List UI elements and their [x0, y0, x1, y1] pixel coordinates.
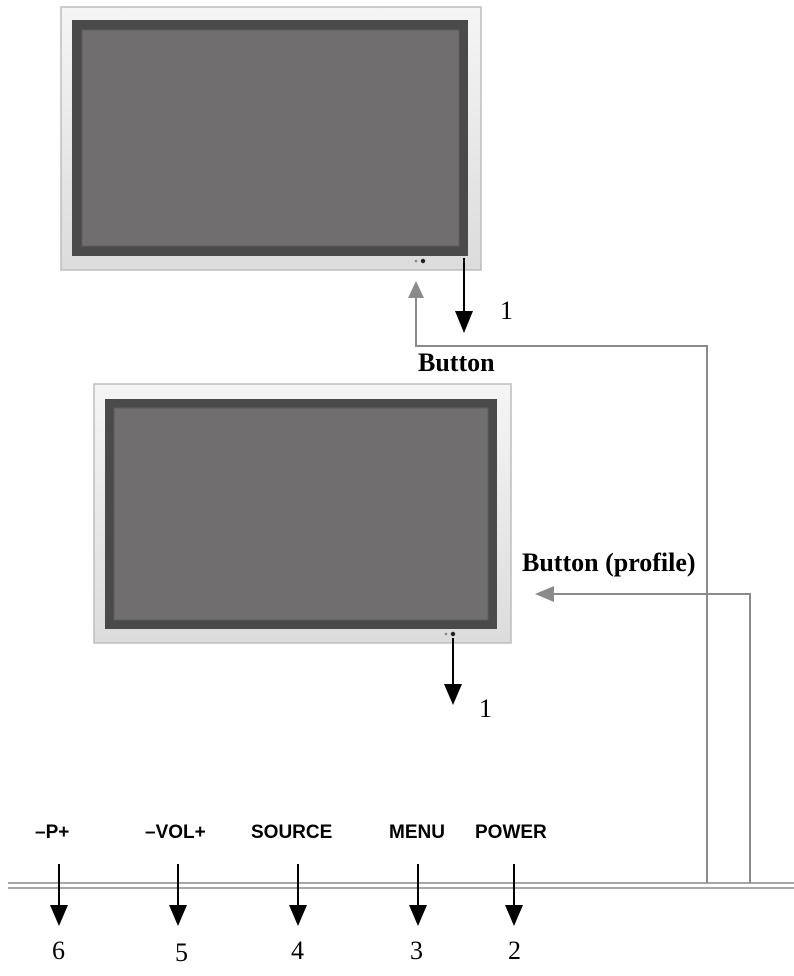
control-label-source: SOURCE [251, 822, 333, 843]
control-arrow-source [289, 864, 307, 926]
control-arrow-vol [169, 864, 187, 926]
control-label-menu: MENU [389, 822, 445, 843]
front-leader-arrowhead [408, 281, 424, 298]
profile-button-leader [553, 593, 751, 883]
front-display [60, 6, 482, 271]
front-callout-arrowhead [455, 311, 473, 333]
front-callout-number: 1 [500, 296, 513, 325]
profile-callout-number: 1 [479, 694, 492, 723]
control-number-2: 2 [508, 936, 521, 965]
control-arrow-menu [409, 864, 427, 926]
control-label-power: POWER [475, 822, 547, 843]
button-label: Button [418, 348, 495, 377]
profile-leader-arrowhead [535, 586, 554, 602]
button-profile-label: Button (profile) [522, 548, 696, 577]
control-label-p: –P+ [35, 822, 70, 843]
front-button-leader [415, 298, 708, 883]
control-arrow-power [505, 864, 523, 926]
control-label-vol: –VOL+ [145, 822, 206, 843]
profile-callout-arrowhead [444, 684, 462, 705]
control-number-5: 5 [175, 938, 188, 967]
control-arrow-p [50, 864, 68, 926]
control-number-4: 4 [291, 936, 304, 965]
profile-display [93, 383, 512, 644]
control-number-6: 6 [52, 936, 65, 965]
control-number-3: 3 [410, 936, 423, 965]
